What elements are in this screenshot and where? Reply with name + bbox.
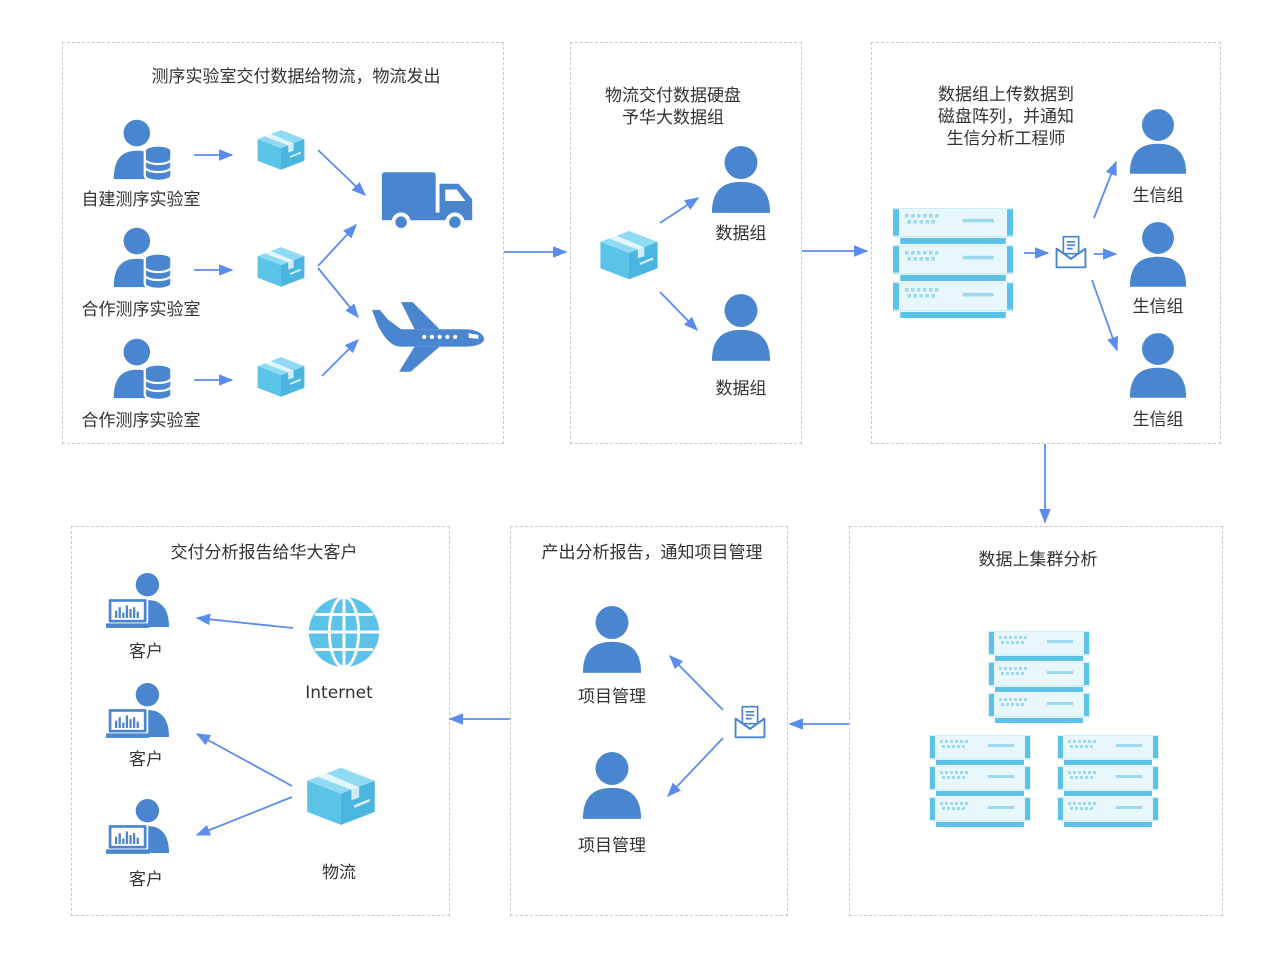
- internet-label: Internet: [305, 683, 373, 703]
- panel-lab-ship-title: 测序实验室交付数据给物流，物流发出: [151, 67, 441, 87]
- arrow-box3-plane: [321, 338, 360, 377]
- customer-label-1: 客户: [129, 642, 163, 662]
- panel-report-notify-title: 产出分析报告，通知项目管理: [541, 543, 763, 563]
- package-box-icon: [596, 226, 662, 282]
- panel-logistics-hand-title: 物流交付数据硬盘 予华大数据组: [605, 86, 741, 128]
- server-rack-icon: [929, 797, 1031, 827]
- data-group-label-2: 数据组: [715, 379, 767, 399]
- panel-deliver-report-title: 交付分析报告给华大客户: [170, 543, 358, 563]
- server-rack-icon: [988, 693, 1090, 723]
- customer-computer-icon: [106, 678, 178, 742]
- arrow-box-cust2: [195, 733, 293, 787]
- user-icon: [1128, 217, 1188, 289]
- lab-label-3: 合作测序实验室: [81, 411, 201, 431]
- arrow-box1-truck: [317, 149, 367, 196]
- lab-user-database-icon: [112, 333, 174, 403]
- user-icon: [1128, 104, 1188, 176]
- user-icon: [1128, 328, 1188, 400]
- package-box-icon: [254, 353, 308, 399]
- user-icon: [581, 748, 643, 820]
- arrow-box-cust3: [195, 796, 293, 836]
- package-box-icon: [254, 243, 308, 289]
- lab-user-database-icon: [112, 114, 174, 184]
- server-rack-icon: [1057, 797, 1159, 827]
- arrow-box-group2: [659, 291, 699, 332]
- server-rack-icon: [988, 631, 1090, 661]
- arrow-box2-plane: [317, 267, 359, 319]
- customer-computer-icon: [106, 568, 178, 632]
- server-rack-icon: [893, 245, 1013, 281]
- globe-icon: [305, 593, 383, 671]
- lab-user-database-icon: [112, 222, 174, 292]
- arrow-box-group1: [659, 197, 700, 224]
- mail-icon: [1054, 234, 1088, 270]
- panel-cluster-analysis-title: 数据上集群分析: [978, 550, 1098, 570]
- arrow-mail-pm1: [668, 654, 724, 711]
- panel-lab-ship: [62, 42, 504, 444]
- bio-group-label-1: 生信组: [1132, 186, 1184, 206]
- arrow-mail-bio3: [1091, 279, 1119, 352]
- logistics-label: 物流: [322, 863, 356, 883]
- user-icon: [710, 290, 772, 362]
- lab-label-2: 合作测序实验室: [81, 300, 201, 320]
- arrow-globe-cust1: [195, 613, 294, 629]
- data-group-label-1: 数据组: [715, 224, 767, 244]
- panel-report-notify: [510, 526, 788, 916]
- airplane-icon: [372, 296, 488, 374]
- panel-logistics-hand: [570, 42, 802, 444]
- server-rack-icon: [929, 735, 1031, 765]
- arrow-mail-bio1: [1093, 160, 1117, 219]
- server-rack-icon: [893, 282, 1013, 318]
- arrow-mail-pm2: [667, 737, 724, 798]
- customer-label-3: 客户: [129, 870, 163, 890]
- panel-upload-notify-title: 数据组上传数据到 磁盘阵列，并通知 生信分析工程师: [938, 85, 1074, 149]
- user-icon: [581, 602, 643, 674]
- lab-label-1: 自建测序实验室: [81, 190, 201, 210]
- server-rack-icon: [893, 208, 1013, 244]
- server-rack-icon: [929, 766, 1031, 796]
- server-rack-icon: [988, 662, 1090, 692]
- package-box-icon: [254, 126, 308, 172]
- package-box-icon: [302, 762, 380, 828]
- user-icon: [710, 142, 772, 214]
- bio-group-label-3: 生信组: [1132, 410, 1184, 430]
- bio-group-label-2: 生信组: [1132, 297, 1184, 317]
- panel-upload-notify: [871, 42, 1221, 444]
- server-rack-icon: [1057, 766, 1159, 796]
- customer-label-2: 客户: [129, 750, 163, 770]
- delivery-truck-icon: [380, 168, 476, 236]
- mail-icon: [733, 704, 767, 740]
- arrow-box2-truck: [317, 223, 357, 267]
- server-rack-icon: [1057, 735, 1159, 765]
- pm-label-2: 项目管理: [578, 836, 646, 856]
- pm-label-1: 项目管理: [578, 687, 646, 707]
- customer-computer-icon: [106, 794, 178, 858]
- panel-cluster-analysis: [849, 526, 1223, 916]
